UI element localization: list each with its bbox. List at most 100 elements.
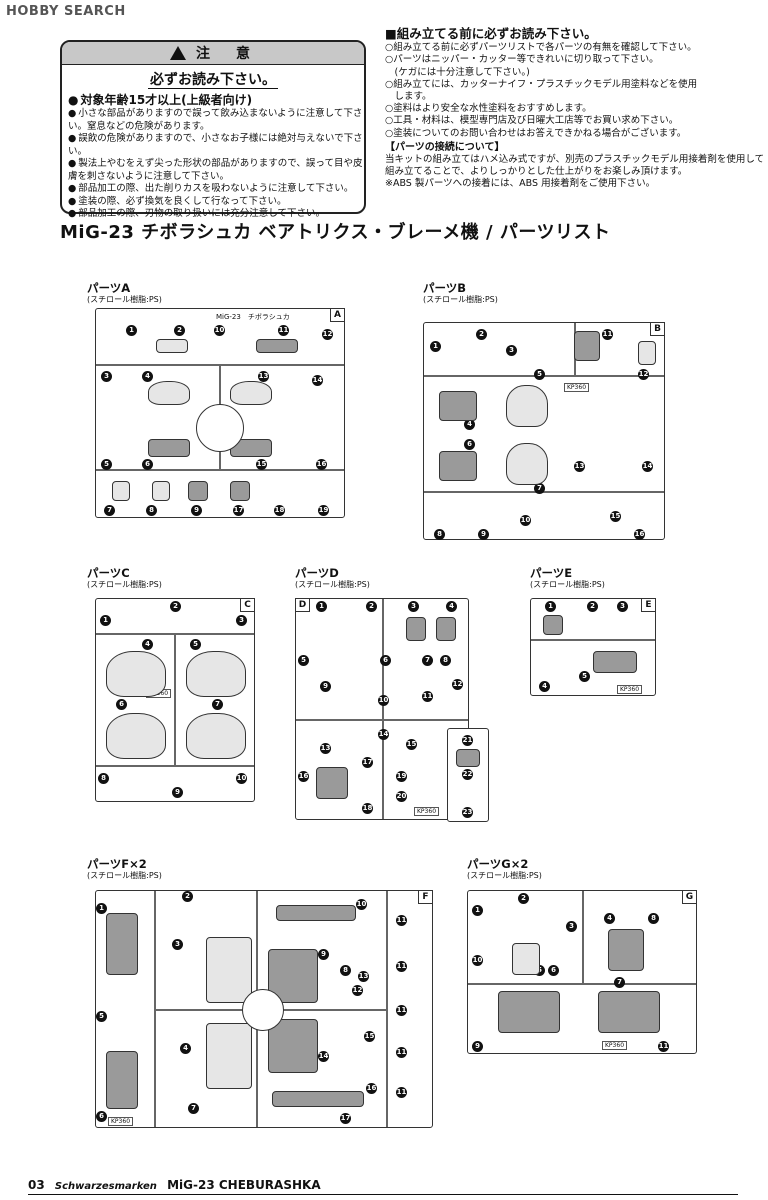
part-number: 1 [472,905,483,916]
part-number: 2 [518,893,529,904]
parts-e-material: (スチロール樹脂:PS) [530,580,605,589]
part-number: 9 [318,949,329,960]
part-number: 7 [534,483,545,494]
sprue-rail [96,469,344,471]
part-number: 8 [648,913,659,924]
part-number: 7 [614,977,625,988]
sprue-g: G KP360 1 2 3 4 5 6 7 8 9 10 11 [467,890,697,1054]
sprue-e: E KP360 1 2 3 4 5 [530,598,656,696]
part-number: 7 [104,505,115,516]
part-number: 9 [191,505,202,516]
part-piece [186,651,246,697]
part-number: 10 [356,899,367,910]
part-number: 2 [476,329,487,340]
part-number: 8 [340,965,351,976]
product-name: MiG-23 CHEBURASHKA [167,1178,321,1192]
sprue-c: C KP360 1 2 3 4 5 6 7 8 9 10 [95,598,255,802]
part-piece [106,651,166,697]
part-piece [206,1023,252,1089]
parts-d-label: パーツD [295,566,339,580]
connection-text: 組み立てることで、よりしっかりとした仕上がりをお楽しみ頂けます。 [385,166,688,178]
part-number: 10 [214,325,225,336]
part-number: 3 [236,615,247,626]
parts-b-material: (スチロール樹脂:PS) [423,295,498,304]
part-number: 4 [142,639,153,650]
part-piece [506,443,548,485]
part-piece [156,339,188,353]
notes-heading: ■組み立てる前に必ずお読み下さい。 [385,26,597,41]
part-number: 3 [172,939,183,950]
caution-box: 注 意 必ずお読み下さい。 対象年齢15才以上(上級者向け) 小さな部品がありま… [60,40,366,219]
part-piece [276,905,356,921]
part-number: 7 [188,1103,199,1114]
parts-g-material: (スチロール樹脂:PS) [467,871,542,880]
part-number: 15 [610,511,621,522]
part-number: 4 [539,681,550,692]
watermark: HOBBY SEARCH [6,4,126,19]
part-number: 15 [406,739,417,750]
part-piece [148,381,190,405]
part-piece [188,481,208,501]
part-number: 11 [396,1047,407,1058]
part-number: 3 [101,371,112,382]
part-number: 15 [364,1031,375,1042]
sprue-a: MiG-23 チボラシュカ A 1 2 10 11 12 3 4 13 14 5… [95,308,345,518]
part-number: 5 [298,655,309,666]
part-number: 4 [464,419,475,430]
kp-code: KP360 [617,685,643,694]
part-number: 7 [422,655,433,666]
connection-text: 当キットの組み立てはハメ込み式ですが、別売のプラスチックモデル用接着剤を使用して [385,154,765,166]
part-piece [574,331,600,361]
part-piece [608,929,644,971]
part-number: 10 [236,773,247,784]
part-number: 1 [430,341,441,352]
sprue-f: F KP360 1 2 3 4 5 6 7 8 9 10 11 11 11 11… [95,890,433,1128]
caution-item: 塗装の際、必ず換気を良くして行なって下さい。 [68,196,364,209]
sprue-rail [382,599,384,819]
connection-text: ※ABS 製パーツへの接着には、ABS 用接着剤をご使用下さい。 [385,178,656,190]
part-piece [543,615,563,635]
part-number: 23 [462,807,473,818]
part-number: 4 [142,371,153,382]
caution-item: 部品加工の際、刃物の取り扱いには充分注意して下さい。 [68,208,364,221]
part-piece [436,617,456,641]
part-number: 22 [462,769,473,780]
part-piece [268,1019,318,1073]
part-piece [112,481,130,501]
kp-code: KP360 [108,1117,134,1126]
sprue-b-letter: B [650,322,665,336]
part-number: 17 [362,757,373,768]
part-number: 2 [182,891,193,902]
sprue-b: B KP360 1 2 3 11 12 4 5 6 7 13 14 8 9 10… [423,322,665,540]
sprue-rail [96,765,254,767]
part-number: 5 [96,1011,107,1022]
part-piece [638,341,656,365]
part-number: 16 [634,529,645,540]
part-number: 4 [180,1043,191,1054]
part-number: 11 [396,961,407,972]
part-number: 11 [422,691,433,702]
connection-heading: 【パーツの接続について】 [385,141,505,153]
kp-code: KP360 [414,807,440,816]
notes-item: ○パーツはニッパー・カッター等できれいに切り取って下さい。 [385,54,659,66]
part-piece [186,713,246,759]
part-piece [593,651,637,673]
part-number: 4 [604,913,615,924]
part-number: 2 [587,601,598,612]
part-number: 11 [278,325,289,336]
part-number: 11 [602,329,613,340]
part-number: 12 [638,369,649,380]
part-number: 17 [233,505,244,516]
part-piece [439,451,477,481]
part-number: 3 [506,345,517,356]
parts-a-material: (スチロール樹脂:PS) [87,295,162,304]
part-number: 19 [318,505,329,516]
part-piece [512,943,540,975]
part-number: 15 [256,459,267,470]
parts-c-label: パーツC [87,566,130,580]
part-number: 3 [408,601,419,612]
part-piece [148,439,190,457]
part-number: 12 [322,329,333,340]
part-number: 5 [534,369,545,380]
part-number: 18 [274,505,285,516]
